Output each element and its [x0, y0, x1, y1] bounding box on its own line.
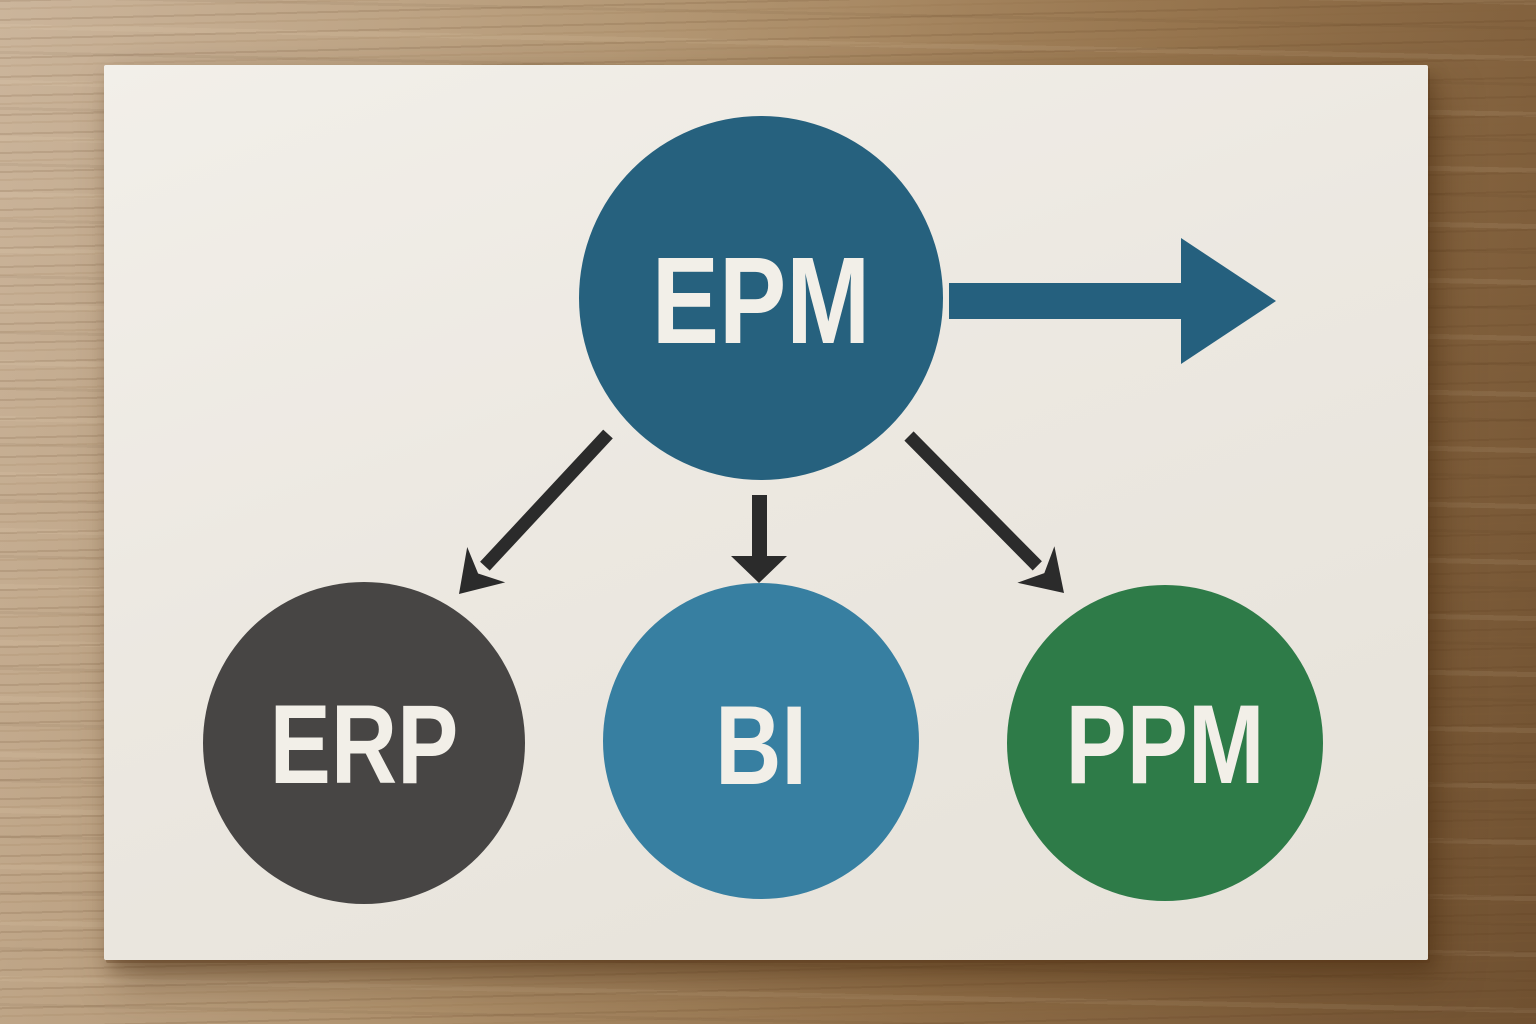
bi-label: BI: [715, 682, 807, 808]
right-arrow-head: [1181, 238, 1276, 364]
arrow-epm-ppm: [904, 431, 1064, 593]
erp-label: ERP: [270, 681, 459, 807]
arrow-epm-bi: [731, 495, 787, 583]
arrow-epm-right: [949, 238, 1276, 364]
node-epm: EPM: [579, 116, 943, 480]
arrow-shaft: [904, 431, 1042, 571]
arrow-shaft: [480, 429, 613, 571]
right-arrow-shaft: [949, 283, 1181, 319]
arrow-head: [731, 556, 787, 583]
ppm-label: PPM: [1065, 681, 1264, 807]
erp-circle: [203, 582, 525, 904]
node-erp: ERP: [203, 582, 525, 904]
paper-card: EPM ERP BI PPM: [104, 65, 1428, 960]
ppm-circle: [1007, 585, 1323, 901]
arrow-shaft: [752, 495, 767, 557]
arrow-head: [459, 547, 506, 594]
diagram-svg: EPM ERP BI PPM: [203, 116, 1323, 904]
epm-circle: [579, 116, 943, 480]
arrow-head: [1017, 546, 1064, 593]
node-bi: BI: [603, 583, 919, 899]
node-ppm: PPM: [1007, 585, 1323, 901]
bi-circle: [603, 583, 919, 899]
arrow-epm-erp: [459, 429, 613, 594]
epm-label: EPM: [652, 231, 871, 369]
